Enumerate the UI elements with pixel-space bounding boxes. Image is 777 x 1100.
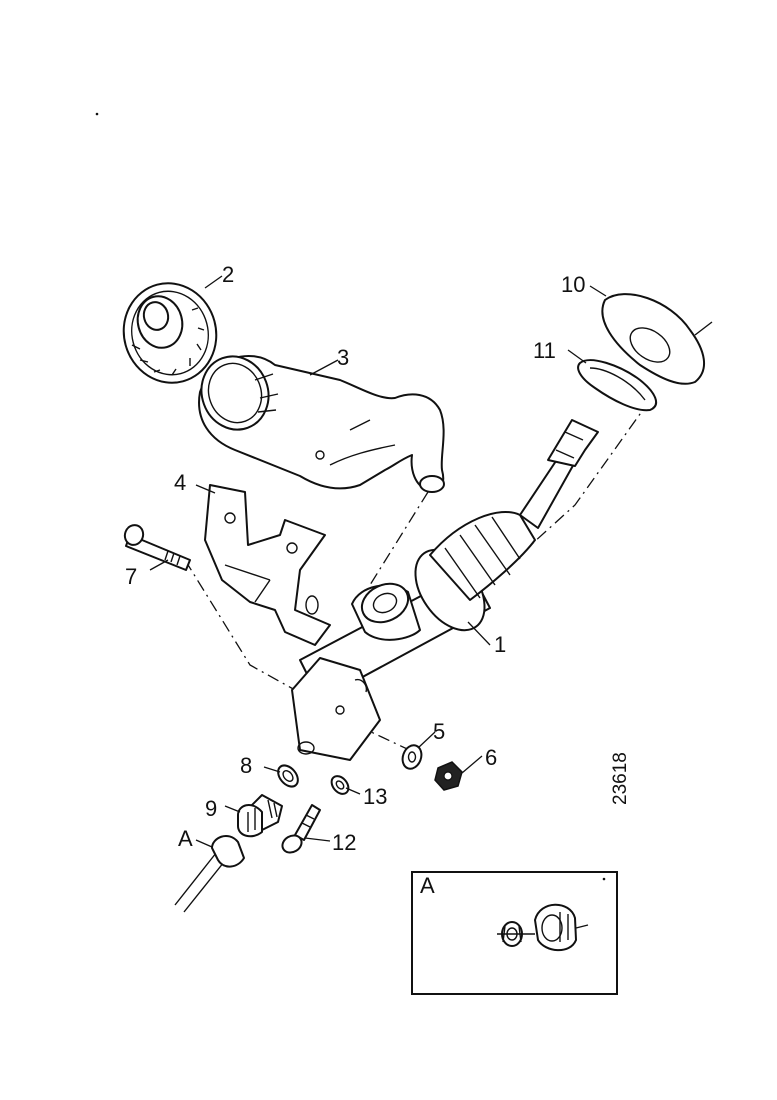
- part-8-seal-ring: [277, 764, 299, 788]
- detail-nut: [497, 903, 589, 952]
- callout-9: 9: [205, 796, 217, 821]
- part-4-bracket: [204, 484, 331, 646]
- callout-12: 12: [332, 830, 356, 855]
- part-12-bolt: [281, 804, 321, 854]
- detail-reference-a: A: [178, 826, 193, 851]
- part-1-master-cylinder: [291, 419, 599, 761]
- stray-dot: [95, 112, 99, 116]
- callout-2: 2: [222, 262, 234, 287]
- assembly-line-bracket: [184, 559, 296, 691]
- callout-8: 8: [240, 753, 252, 778]
- callout-11: 11: [533, 338, 556, 363]
- assembly-line-reservoir: [369, 491, 429, 586]
- part-7-bolt: [123, 524, 191, 571]
- callout-13: 13: [363, 784, 387, 809]
- part-13-washer: [330, 775, 350, 795]
- callout-5: 5: [433, 719, 445, 744]
- leader-lines: [149, 275, 607, 848]
- part-2-reservoir-cap: [122, 282, 218, 384]
- part-9-union-fitting: [237, 794, 283, 838]
- part-11-gasket: [577, 359, 658, 412]
- detail-box-a: A: [411, 871, 618, 995]
- detail-box-label: A: [420, 873, 435, 898]
- callout-10: 10: [561, 272, 585, 297]
- callout-4: 4: [174, 470, 186, 495]
- callout-3: 3: [337, 345, 349, 370]
- callout-1: 1: [494, 632, 506, 657]
- part-6-nut: [434, 761, 463, 791]
- part-3-fluid-reservoir: [198, 355, 445, 493]
- part-5-washer: [401, 744, 423, 770]
- part-10-mounting-plate: [601, 293, 713, 385]
- callout-7: 7: [125, 564, 137, 589]
- callout-6: 6: [485, 745, 497, 770]
- brake-pipe: [174, 834, 245, 913]
- drawing-number: 23618: [610, 752, 631, 805]
